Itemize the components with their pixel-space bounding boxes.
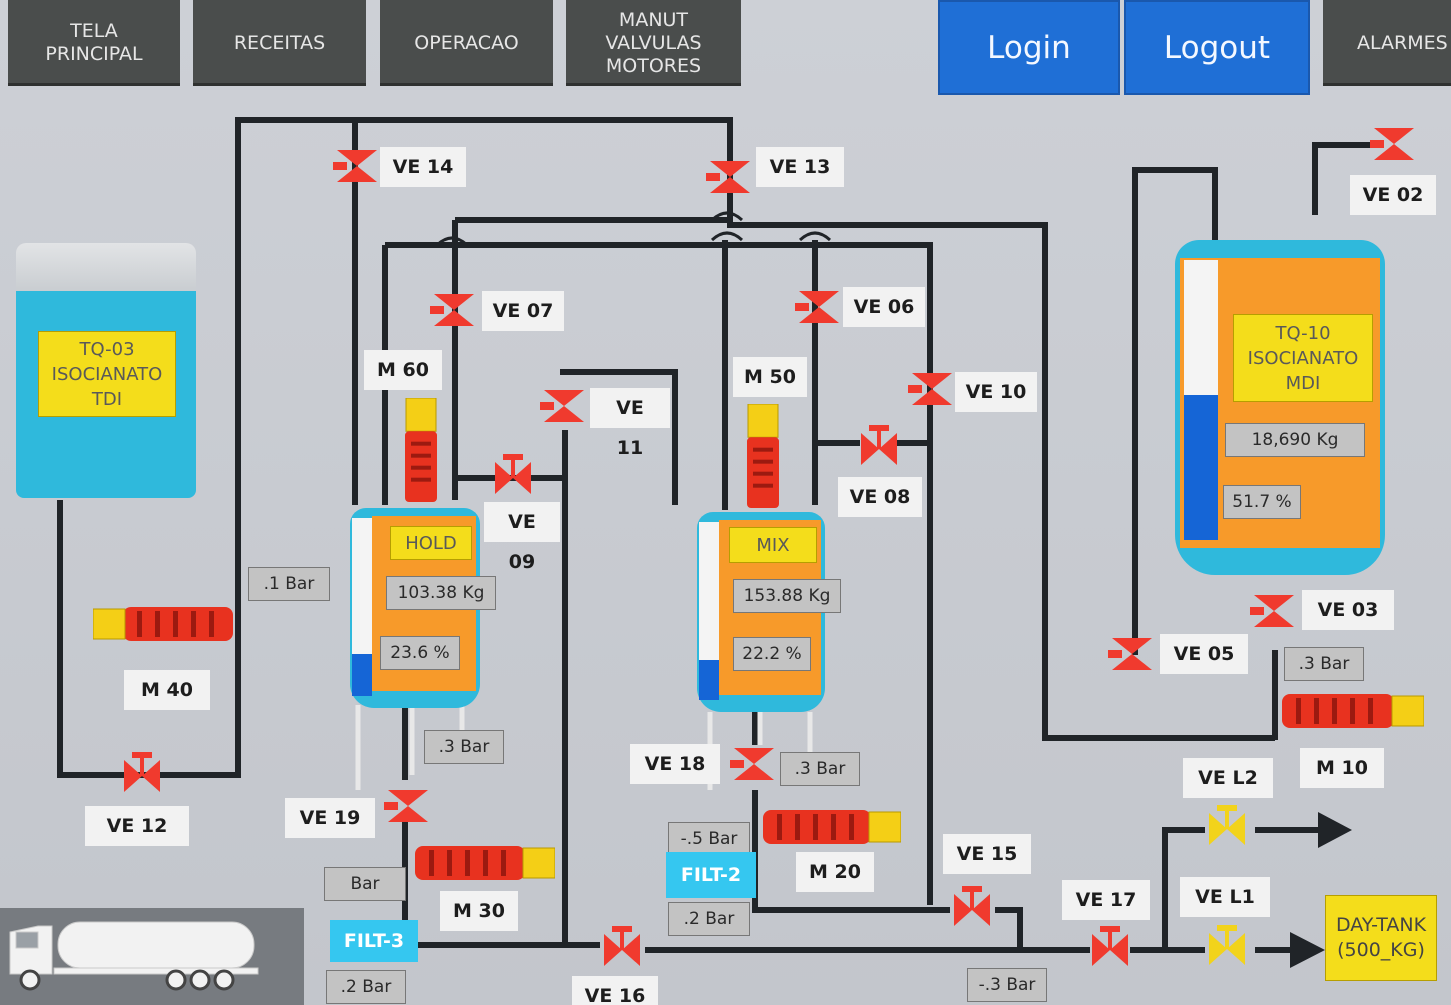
label-m10: M 10 bbox=[1300, 748, 1384, 788]
pressure-line: -.3 Bar bbox=[967, 968, 1047, 1002]
valve-ve09-icon[interactable] bbox=[489, 454, 537, 502]
day-tank[interactable]: DAY-TANK (500_KG) bbox=[1325, 895, 1437, 981]
label-ve10: VE 10 bbox=[955, 372, 1037, 412]
filter-filt2[interactable]: FILT-2 bbox=[666, 852, 756, 898]
hold-weight: 103.38 Kg bbox=[386, 576, 496, 610]
tq10-weight: 18,690 Kg bbox=[1225, 423, 1365, 457]
valve-ve05-icon[interactable] bbox=[1108, 630, 1156, 678]
nav-receitas[interactable]: RECEITAS bbox=[193, 0, 366, 86]
valve-ve06-icon[interactable] bbox=[795, 283, 843, 331]
label-ve03: VE 03 bbox=[1302, 590, 1394, 630]
valve-ve07-icon[interactable] bbox=[430, 286, 478, 334]
tank-mix[interactable]: MIX 153.88 Kg 22.2 % bbox=[697, 512, 841, 712]
motor-m20-icon[interactable] bbox=[763, 806, 902, 848]
label-ve13: VE 13 bbox=[756, 147, 844, 187]
tq10-level: 51.7 % bbox=[1223, 485, 1301, 519]
nav-alarmes[interactable]: ALARMES bbox=[1323, 0, 1451, 86]
valve-ve11-icon[interactable] bbox=[540, 382, 588, 430]
label-ve02: VE 02 bbox=[1350, 175, 1436, 215]
tanker-truck-panel[interactable] bbox=[0, 908, 304, 1005]
pressure-filt2-out: .2 Bar bbox=[668, 902, 750, 936]
label-m20: M 20 bbox=[796, 852, 874, 892]
tank-tq03[interactable]: TQ-03 ISOCIANATO TDI bbox=[16, 243, 196, 498]
label-m50: M 50 bbox=[733, 357, 807, 397]
nav-manut-valvulas-motores[interactable]: MANUT VALVULAS MOTORES bbox=[566, 0, 741, 86]
tank-hold[interactable]: HOLD 103.38 Kg 23.6 % bbox=[350, 508, 496, 708]
motor-m50-icon[interactable] bbox=[745, 403, 781, 508]
motor-m40-icon[interactable] bbox=[92, 603, 233, 645]
valve-vel1-icon[interactable] bbox=[1203, 925, 1251, 973]
valve-ve03-icon[interactable] bbox=[1250, 587, 1298, 635]
label-ve12: VE 12 bbox=[85, 806, 189, 846]
label-m30: M 30 bbox=[440, 891, 518, 931]
tank-tq10[interactable]: TQ-10 ISOCIANATO MDI 18,690 Kg 51.7 % bbox=[1175, 240, 1385, 575]
pressure-filt3-out: .2 Bar bbox=[326, 970, 406, 1004]
hold-level: 23.6 % bbox=[380, 636, 460, 670]
logout-button[interactable]: Logout bbox=[1124, 0, 1310, 95]
label-ve19: VE 19 bbox=[285, 798, 375, 838]
valve-ve02-icon[interactable] bbox=[1370, 120, 1418, 168]
valve-ve08-icon[interactable] bbox=[855, 425, 903, 473]
label-ve14: VE 14 bbox=[380, 147, 466, 187]
mix-level-gauge bbox=[699, 522, 719, 700]
motor-m30-icon[interactable] bbox=[415, 842, 556, 884]
flow-arrow-icon bbox=[1290, 812, 1352, 968]
label-ve17: VE 17 bbox=[1062, 880, 1150, 920]
pressure-filt3-in: Bar bbox=[324, 867, 406, 901]
label-ve16: VE 16 bbox=[572, 976, 658, 1005]
label-ve05: VE 05 bbox=[1160, 634, 1248, 674]
label-vel1: VE L1 bbox=[1180, 877, 1270, 917]
label-ve06: VE 06 bbox=[843, 287, 925, 327]
label-ve09: VE 09 bbox=[484, 502, 560, 573]
tank-tq03-name: TQ-03 ISOCIANATO TDI bbox=[38, 331, 176, 417]
motor-m60-icon[interactable] bbox=[403, 397, 439, 502]
nav-operacao[interactable]: OPERACAO bbox=[380, 0, 553, 86]
login-button[interactable]: Login bbox=[938, 0, 1120, 95]
label-ve15: VE 15 bbox=[943, 834, 1031, 874]
pressure-ve03: .3 Bar bbox=[1284, 647, 1364, 681]
hold-level-gauge bbox=[352, 518, 372, 696]
filter-filt3[interactable]: FILT-3 bbox=[330, 920, 418, 962]
tank-mix-name: MIX bbox=[729, 527, 817, 563]
pressure-hold: .3 Bar bbox=[424, 730, 504, 764]
valve-ve18-icon[interactable] bbox=[730, 740, 778, 788]
motor-m10-icon[interactable] bbox=[1282, 690, 1425, 732]
label-ve18: VE 18 bbox=[630, 744, 720, 784]
valve-ve19-icon[interactable] bbox=[384, 782, 432, 830]
valve-ve15-icon[interactable] bbox=[948, 886, 996, 934]
valve-ve17-icon[interactable] bbox=[1086, 926, 1134, 974]
mix-weight: 153.88 Kg bbox=[733, 579, 841, 613]
tq10-level-gauge bbox=[1184, 260, 1218, 540]
tanker-truck-icon bbox=[9, 921, 259, 991]
pressure-filt2-in: -.5 Bar bbox=[668, 822, 750, 856]
valve-ve16-icon[interactable] bbox=[598, 926, 646, 974]
label-ve08: VE 08 bbox=[838, 477, 922, 517]
valve-vel2-icon[interactable] bbox=[1203, 805, 1251, 853]
valve-ve13-icon[interactable] bbox=[706, 153, 754, 201]
mix-level: 22.2 % bbox=[733, 637, 811, 671]
valve-ve14-icon[interactable] bbox=[333, 142, 381, 190]
pressure-01: .1 Bar bbox=[248, 567, 330, 601]
label-vel2: VE L2 bbox=[1183, 758, 1273, 798]
valve-ve10-icon[interactable] bbox=[908, 365, 956, 413]
tank-tq10-name: TQ-10 ISOCIANATO MDI bbox=[1233, 314, 1373, 402]
label-ve07: VE 07 bbox=[482, 291, 564, 331]
tank-hold-name: HOLD bbox=[390, 526, 472, 560]
label-ve11: VE 11 bbox=[590, 388, 670, 459]
label-m60: M 60 bbox=[364, 350, 442, 390]
label-m40: M 40 bbox=[124, 670, 210, 710]
valve-ve12-icon[interactable] bbox=[118, 752, 166, 800]
pressure-ve18: .3 Bar bbox=[780, 752, 860, 786]
nav-tela-principal[interactable]: TELA PRINCIPAL bbox=[8, 0, 180, 86]
